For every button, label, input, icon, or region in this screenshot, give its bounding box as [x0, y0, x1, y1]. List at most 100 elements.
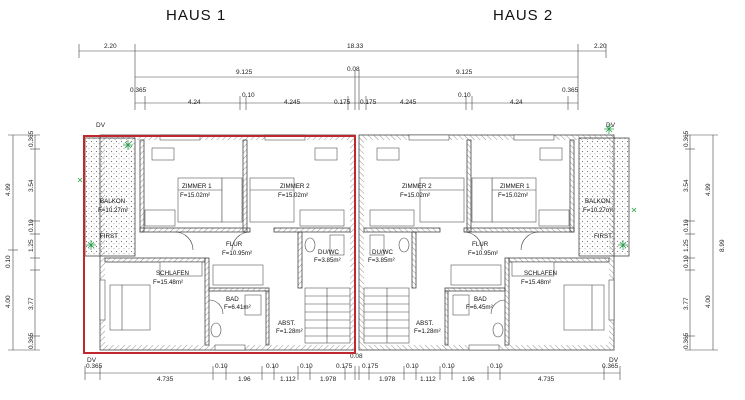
dim-bottom-17: 0.365: [602, 363, 619, 370]
dim-bottom-1: 4.735: [157, 376, 174, 383]
room-h1-bad-area: F=6.41m²: [224, 304, 251, 311]
room-h2-first-name: FIRST: [594, 233, 612, 240]
dim-r3-4: 0.175: [334, 99, 351, 106]
room-h1-flur-name: FLUR: [226, 241, 243, 248]
room-h2-balkon-area: F=10.27m²: [583, 207, 613, 214]
dim-left-5: 0.10: [5, 255, 12, 268]
dv-label-tr: DV: [606, 122, 616, 129]
dim-r3-2: 0.10: [242, 92, 255, 99]
dim-bottom-7: 1.978: [320, 376, 337, 383]
room-h2-bad-area: F=6.45m²: [466, 304, 493, 311]
room-h1-first-name: FIRST: [100, 233, 118, 240]
dim-right-1: 3.54: [683, 179, 690, 192]
dim-left-3: 0.10: [28, 219, 35, 232]
dim-right-7: 0.365: [683, 332, 690, 349]
dim-left-0: 4.99: [5, 183, 12, 196]
dim-right-9: 8.99: [719, 239, 726, 252]
plant-icons: [77, 124, 637, 250]
dim-bottom-8: 0.175: [336, 363, 353, 370]
right-dimension-lines: [685, 134, 718, 351]
dim-half-left: 9.125: [236, 69, 253, 76]
dim-left-7: 4.00: [5, 295, 12, 308]
dim-r3-6: 4.245: [400, 99, 417, 106]
dim-center-gap: 0.08: [347, 66, 360, 73]
dim-left-6: 3.77: [28, 297, 35, 310]
room-h2-zimmer1-area: F=15.02m²: [498, 192, 528, 199]
room-h1-flur-area: F=10.95m²: [222, 250, 252, 257]
room-h2-balkon-name: BALKON: [585, 198, 610, 205]
dim-bottom-10: 1.978: [379, 376, 396, 383]
dim-left-4: 1.25: [28, 239, 35, 252]
dim-right-6: 4.00: [705, 295, 712, 308]
bottom-dimension-lines: [84, 366, 621, 380]
dim-bottom-12: 1.112: [420, 376, 436, 383]
room-h1-abst-name: ABST.: [278, 320, 295, 327]
dim-bottom-3: 1.96: [238, 376, 251, 383]
room-h1-schlafen-area: F=15.48m²: [153, 279, 183, 286]
room-h1-duwc-area: F=3.85m²: [314, 257, 341, 264]
dim-bottom-15: 0.10: [490, 363, 503, 370]
dim-bottom-9: 0.175: [362, 363, 379, 370]
room-h1-abst-area: F=1.28m²: [276, 328, 303, 335]
dim-r3-9: 0.365: [562, 87, 579, 94]
dv-label-tl: DV: [96, 122, 106, 129]
dim-right-5: 3.77: [683, 297, 690, 310]
room-h1-zimmer1-name: ZIMMER 1: [182, 183, 212, 190]
dim-right-3: 1.25: [683, 239, 690, 252]
dim-r3-8: 4.24: [510, 99, 523, 106]
dim-bottom-11: 0.10: [406, 363, 419, 370]
dim-bottom-0: 0.365: [86, 363, 103, 370]
dim-right-8: 4.99: [705, 183, 712, 196]
dim-right-0: 0.365: [683, 130, 690, 147]
dim-bottom-16: 4.735: [538, 376, 555, 383]
room-h1-schlafen-name: SCHLAFEN: [156, 270, 189, 277]
room-h1-bad-name: BAD: [226, 296, 239, 303]
house-2-title: HAUS 2: [493, 7, 554, 24]
dim-bottom-13: 0.10: [442, 363, 455, 370]
room-h2-flur-area: F=10.95m²: [468, 250, 498, 257]
dim-left-1: 0.365: [28, 130, 35, 147]
dim-bottom-14: 1.96: [462, 376, 475, 383]
room-h2-zimmer2-area: F=15.02m²: [400, 192, 430, 199]
dim-bottom-2: 0.10: [215, 363, 228, 370]
room-h1-zimmer1-area: F=15.02m²: [180, 192, 210, 199]
room-h2-flur-name: FLUR: [472, 241, 489, 248]
dv-label-bl: DV: [87, 357, 97, 364]
balcony-area-1: [84, 137, 136, 257]
room-h1-zimmer2-name: ZIMMER 2: [280, 183, 310, 190]
room-h1-balkon-area: F=10.27m²: [98, 207, 128, 214]
house-1-title: HAUS 1: [166, 7, 227, 24]
dim-top-total: 18.33: [347, 43, 364, 50]
room-h2-bad-name: BAD: [474, 296, 487, 303]
top-dimension-lines: [78, 44, 607, 110]
dim-r3-0: 0.365: [130, 87, 147, 94]
room-labels-house-1: ZIMMER 1 F=15.02m² ZIMMER 2 F=15.02m² BA…: [98, 183, 341, 335]
dim-bottom-5: 1.112: [280, 376, 296, 383]
room-h1-balkon-name: BALKON: [100, 198, 125, 205]
dim-left-8: 0.365: [28, 332, 35, 349]
dim-r3-1: 4.24: [188, 99, 201, 106]
room-h2-schlafen-area: F=15.48m²: [521, 279, 551, 286]
dim-r3-7: 0.10: [458, 92, 471, 99]
room-h2-zimmer2-name: ZIMMER 2: [402, 183, 432, 190]
house-2-plan: [358, 134, 630, 351]
left-dimension-lines: [8, 134, 40, 351]
dim-left-2: 3.54: [28, 179, 35, 192]
room-h2-duwc-area: F=3.85m²: [368, 257, 395, 264]
dim-right-4: 0.10: [683, 255, 690, 268]
dim-top-left: 2.20: [104, 43, 117, 50]
dim-bottom-4: 0.10: [266, 363, 279, 370]
dim-bottom-center: 0.08: [350, 353, 363, 360]
dim-r3-5: 0.175: [360, 99, 377, 106]
room-h1-duwc-name: DU/WC: [318, 249, 339, 256]
room-h1-zimmer2-area: F=15.02m²: [278, 192, 308, 199]
dv-label-br: DV: [609, 357, 619, 364]
dim-bottom-6: 0.10: [300, 363, 313, 370]
house-1-highlight-frame: [83, 135, 356, 354]
room-h2-duwc-name: DU/WC: [372, 249, 393, 256]
house-1-plan: [84, 134, 356, 351]
room-h2-zimmer1-name: ZIMMER 1: [500, 183, 530, 190]
room-labels-house-2: ZIMMER 2 F=15.02m² ZIMMER 1 F=15.02m² BA…: [368, 183, 613, 335]
room-h2-abst-area: F=1.28m²: [414, 328, 441, 335]
